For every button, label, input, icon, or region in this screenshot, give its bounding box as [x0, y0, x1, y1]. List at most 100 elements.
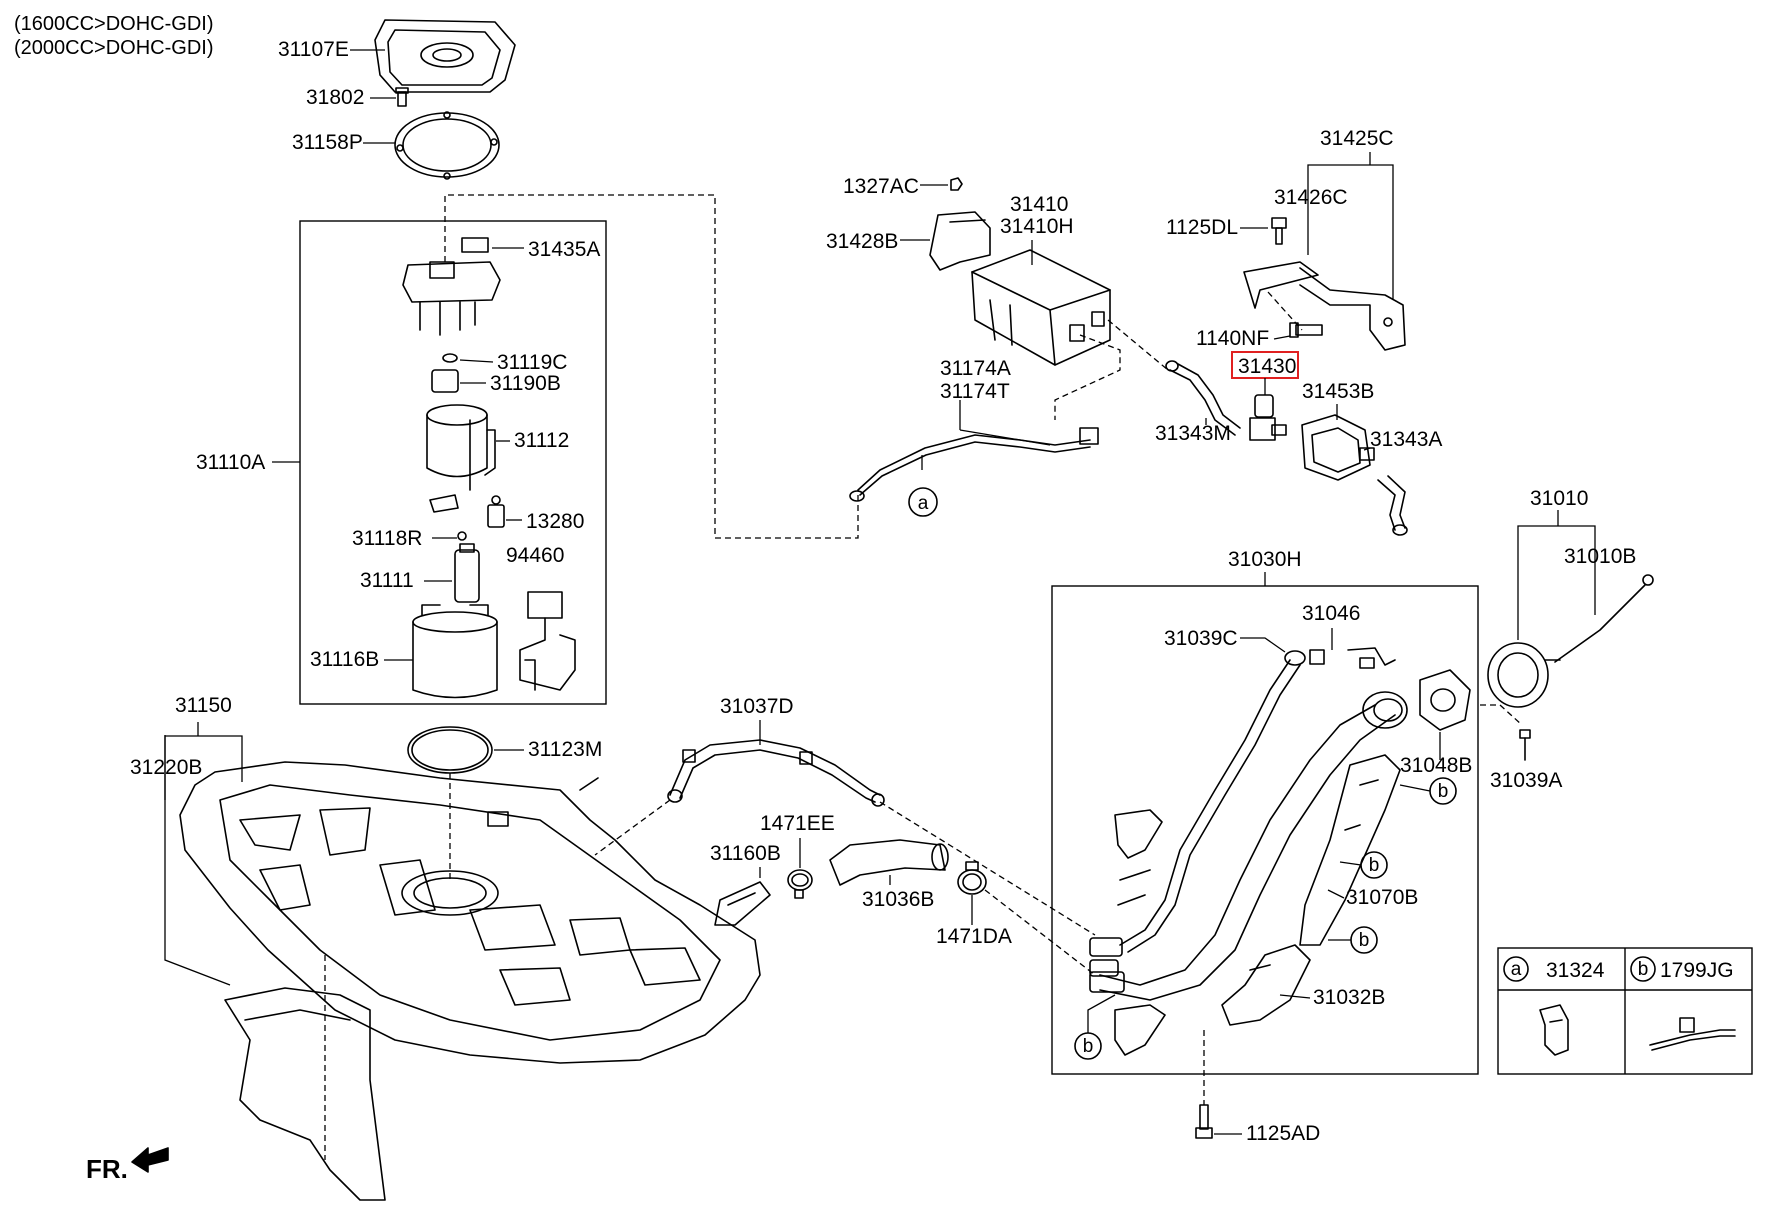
part-label-31039A[interactable]: 31039A — [1490, 769, 1562, 792]
part-label-94460[interactable]: 94460 — [506, 544, 564, 567]
vapor-hose-31174A[interactable] — [849, 427, 1099, 502]
bolt-1125AD[interactable] — [1195, 1104, 1213, 1139]
sensor-13280[interactable] — [487, 495, 505, 528]
tether-31010B[interactable] — [1554, 574, 1654, 663]
gasket-plate-31107E[interactable] — [374, 19, 516, 93]
hose-clamp-31046[interactable] — [1347, 647, 1396, 669]
part-label-31453B[interactable]: 31453B — [1302, 380, 1374, 403]
part-label-31037D[interactable]: 31037D — [720, 695, 794, 718]
part-label-31802[interactable]: 31802 — [306, 86, 364, 109]
fuel-pump-flange[interactable] — [402, 237, 501, 336]
part-label-1327AC[interactable]: 1327AC — [843, 175, 919, 198]
legend-a-part[interactable]: 31324 — [1546, 959, 1605, 982]
part-label-31107E[interactable]: 31107E — [278, 38, 349, 61]
part-label-1140NF[interactable]: 1140NF — [1196, 327, 1269, 350]
tank-gasket-31123M[interactable] — [407, 726, 493, 774]
part-label-31036B[interactable]: 31036B — [862, 888, 934, 911]
protector-31032B[interactable] — [1221, 944, 1311, 1026]
regulator-31118R[interactable] — [429, 494, 467, 541]
part-label-31032B[interactable]: 31032B — [1313, 986, 1385, 1009]
lock-ring-31158P[interactable] — [394, 111, 500, 180]
part-label-31343M[interactable]: 31343M — [1155, 422, 1231, 445]
part-label-31070B[interactable]: 31070B — [1346, 886, 1418, 909]
bolt-1327AC[interactable] — [950, 177, 963, 191]
part-label-31158P[interactable]: 31158P — [292, 131, 363, 154]
legend-b-part[interactable]: 1799JG — [1660, 959, 1734, 982]
part-label-31426C[interactable]: 31426C — [1274, 186, 1348, 209]
part-label-1471EE[interactable]: 1471EE — [760, 812, 835, 835]
clamp-1471EE[interactable] — [787, 869, 813, 899]
part-label-31123M[interactable]: 31123M — [528, 738, 602, 761]
part-label-31410H[interactable]: 31410H — [1000, 215, 1074, 238]
vent-hose-31037D[interactable] — [667, 739, 885, 807]
canister-bracket-31425C[interactable] — [1243, 261, 1406, 351]
callout-b-3-text: b — [1359, 930, 1370, 951]
part-label-31112[interactable]: 31112 — [514, 429, 569, 452]
reservoir-cup-31116B[interactable] — [412, 604, 498, 699]
part-label-13280[interactable]: 13280 — [526, 510, 584, 533]
connection-dashed-line-canister-2 — [1107, 319, 1169, 371]
gasket-31048B[interactable] — [1419, 669, 1471, 731]
connection-dashed-line-canister-1 — [1054, 334, 1121, 420]
part-label-31048B[interactable]: 31048B — [1400, 754, 1472, 777]
screw-31802[interactable] — [395, 87, 409, 107]
tie-1799JG-icon — [1649, 1017, 1736, 1051]
screw-31039A[interactable] — [1519, 729, 1531, 761]
part-label-31160B[interactable]: 31160B — [710, 842, 781, 865]
part-label-31174A[interactable]: 31174A — [940, 357, 1011, 380]
protector-31070B[interactable] — [1299, 754, 1401, 946]
legend-b-circle — [1630, 956, 1656, 982]
part-label-31428B[interactable]: 31428B — [826, 230, 898, 253]
hose-31343M[interactable] — [1165, 360, 1241, 436]
part-label-1471DA[interactable]: 1471DA — [936, 925, 1012, 948]
engine-variant-2000cc: (2000CC>DOHC-GDI) — [14, 37, 213, 59]
part-label-31030H[interactable]: 31030H — [1228, 548, 1302, 571]
part-label-31174T[interactable]: 31174T — [940, 380, 1010, 403]
part-label-31039C[interactable]: 31039C — [1164, 627, 1238, 650]
callout-b-2-text: b — [1369, 855, 1380, 876]
bolt-1140NF[interactable] — [1289, 322, 1323, 338]
connection-dashed-line-pump — [444, 194, 859, 539]
part-label-31425C[interactable]: 31425C — [1320, 127, 1394, 150]
o-ring-31119C[interactable] — [442, 353, 458, 363]
part-label-31119C[interactable]: 31119C — [497, 351, 567, 374]
filler-neck-pipes[interactable] — [1089, 649, 1408, 1001]
part-label-1125AD[interactable]: 1125AD — [1246, 1122, 1320, 1145]
sender-94460[interactable] — [519, 591, 576, 691]
connection-dashed-line-vent-2 — [879, 801, 1096, 936]
bracket-clip-lower[interactable] — [1114, 1004, 1166, 1056]
part-label-31110A[interactable]: 31110A — [196, 451, 265, 474]
canister-31410[interactable] — [971, 249, 1111, 366]
fuel-cap-31010[interactable] — [1487, 642, 1561, 708]
fuel-tank-31150[interactable] — [179, 761, 761, 1064]
heat-shield-31150[interactable] — [224, 987, 386, 1201]
part-label-31111[interactable]: 31111 — [360, 569, 414, 592]
fuel-pump-31111[interactable] — [454, 543, 480, 603]
fuel-filter-31112[interactable] — [426, 404, 496, 491]
hose-31343A[interactable] — [1377, 475, 1408, 536]
callout-a-hose[interactable] — [908, 487, 938, 517]
filter-31453B[interactable] — [1301, 414, 1375, 481]
clamp-1471DA[interactable] — [957, 861, 987, 895]
bracket-31160B[interactable] — [714, 881, 771, 926]
connector-31190B[interactable] — [431, 369, 459, 393]
part-label-1125DL[interactable]: 1125DL — [1166, 216, 1238, 239]
legend-a-circle — [1503, 956, 1529, 982]
valve-31430[interactable] — [1249, 394, 1287, 441]
part-label-31430[interactable]: 31430 — [1238, 355, 1296, 378]
part-label-31435A[interactable]: 31435A — [528, 238, 600, 261]
part-label-31046[interactable]: 31046 — [1302, 602, 1360, 625]
part-label-31410[interactable]: 31410 — [1010, 193, 1068, 216]
part-label-31010B[interactable]: 31010B — [1564, 545, 1636, 568]
part-label-31010[interactable]: 31010 — [1530, 487, 1588, 510]
filler-hose-31036B[interactable] — [829, 839, 949, 886]
part-label-31190B[interactable]: 31190B — [490, 372, 561, 395]
part-label-31150[interactable]: 31150 — [175, 694, 232, 717]
part-label-31116B[interactable]: 31116B — [310, 648, 379, 671]
bolt-1125DL[interactable] — [1271, 217, 1287, 245]
part-label-31118R[interactable]: 31118R — [352, 527, 422, 550]
part-label-31343A[interactable]: 31343A — [1370, 428, 1442, 451]
part-label-31220B[interactable]: 31220B — [130, 756, 202, 779]
bracket-clip-upper[interactable] — [1114, 809, 1163, 859]
canister-bracket-31428B[interactable] — [929, 211, 991, 271]
